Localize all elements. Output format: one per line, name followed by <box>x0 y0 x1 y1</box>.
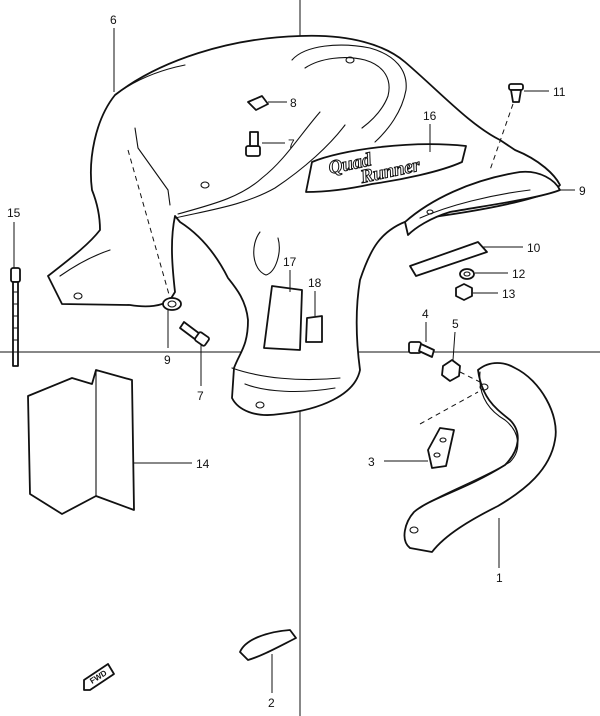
mud-flap-14 <box>27 369 135 515</box>
bolt-7-upper <box>245 131 261 157</box>
callout-10: 10 <box>527 241 541 255</box>
clip-nut-8 <box>247 95 269 111</box>
grommet-9 <box>162 297 182 311</box>
leader-5 <box>452 331 456 361</box>
clamp-2 <box>239 629 297 661</box>
callout-13: 13 <box>502 287 516 301</box>
nut-13 <box>455 283 473 301</box>
decal-17 <box>263 285 303 351</box>
screw-11 <box>508 83 524 103</box>
callout-14: 14 <box>196 457 210 471</box>
callout-3: 3 <box>368 455 375 469</box>
bolt-7-lower <box>179 321 210 347</box>
mud-guard-path <box>419 391 479 425</box>
nut-5-path <box>459 371 481 383</box>
callout-5: 5 <box>452 317 459 331</box>
washer-12 <box>459 268 475 280</box>
fwd-arrow-badge: FWD <box>83 663 115 691</box>
callout-17: 17 <box>283 255 297 269</box>
callout-9-right: 9 <box>579 184 586 198</box>
callout-18: 18 <box>308 276 322 290</box>
cable-tie-15 <box>10 267 21 367</box>
callout-4: 4 <box>422 307 429 321</box>
callout-9-left: 9 <box>164 353 171 367</box>
decal-18 <box>305 315 323 343</box>
stay-bracket <box>409 241 488 277</box>
bolt-4 <box>408 341 435 358</box>
callout-6: 6 <box>110 13 117 27</box>
front-fender <box>47 34 561 416</box>
callout-2: 2 <box>268 696 275 710</box>
screw-11-path <box>489 103 514 171</box>
mud-guard-1 <box>403 362 557 553</box>
nut-5 <box>441 359 461 382</box>
callout-11: 11 <box>553 85 566 99</box>
callout-7-upper: 7 <box>288 137 295 151</box>
callout-1: 1 <box>496 571 503 585</box>
bracket-3 <box>427 427 455 469</box>
callout-12: 12 <box>512 267 526 281</box>
callout-16: 16 <box>423 109 437 123</box>
grommet-9-path <box>127 149 171 299</box>
callout-7-lower: 7 <box>197 389 204 403</box>
callout-8: 8 <box>290 96 297 110</box>
callout-15: 15 <box>7 206 21 220</box>
